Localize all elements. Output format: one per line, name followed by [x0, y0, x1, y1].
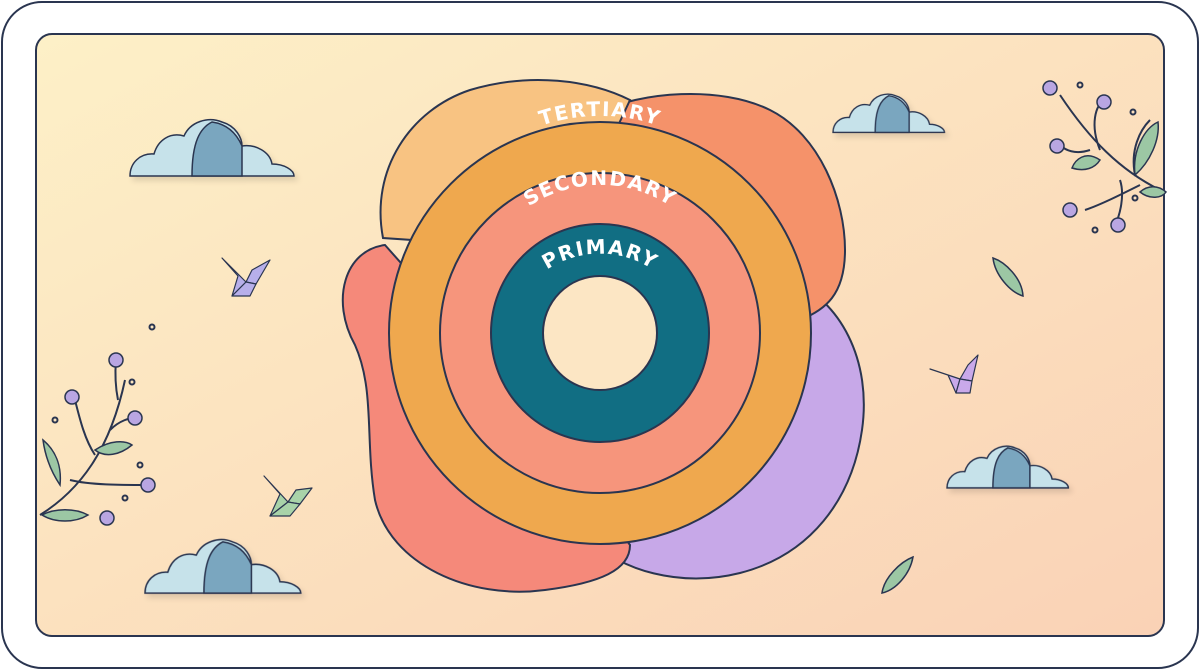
cloud-icon — [144, 538, 302, 594]
leaf-icon — [881, 555, 914, 594]
branch-icon — [1042, 80, 1167, 234]
cloud-icon — [832, 93, 946, 134]
concentric-rings: TERTIARY SECONDARY PRIMARY — [388, 97, 812, 545]
crane-icon — [221, 257, 271, 297]
cloud-icon — [129, 118, 295, 177]
leaf-icon — [992, 256, 1024, 298]
clouds — [129, 93, 1070, 594]
crane-icon — [929, 354, 979, 394]
ring-center — [542, 275, 658, 391]
crane-icon — [263, 475, 313, 517]
cloud-icon — [946, 445, 1070, 489]
branch-icon — [39, 323, 156, 526]
